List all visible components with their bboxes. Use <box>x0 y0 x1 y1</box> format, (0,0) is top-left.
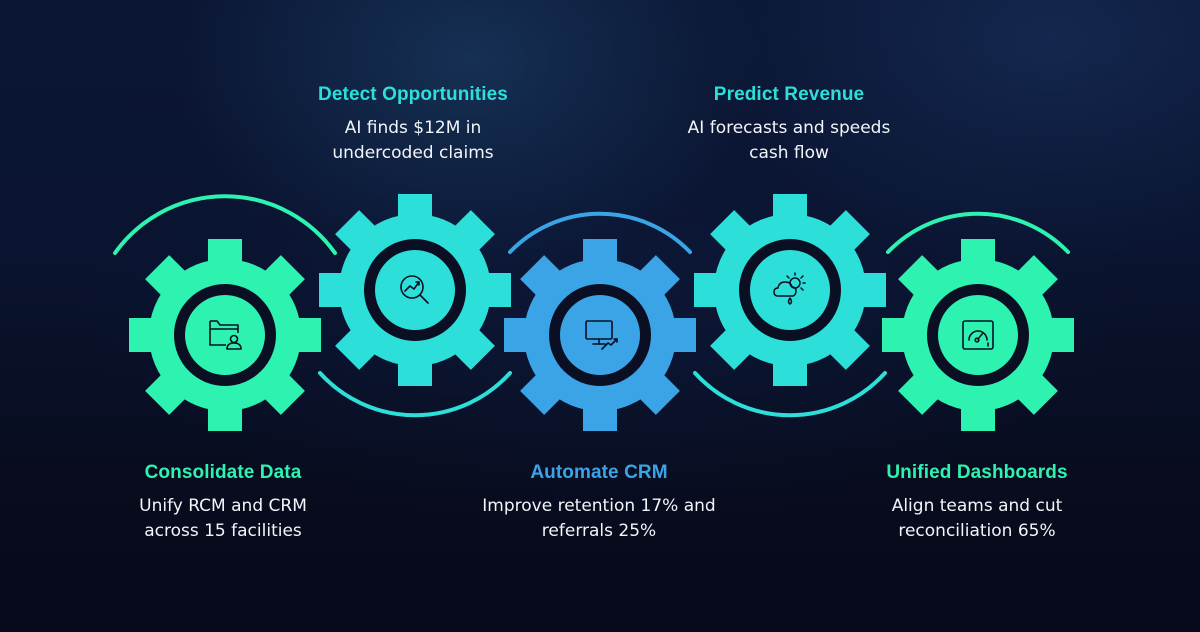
arc-top <box>886 211 1070 254</box>
step-description: AI finds $12M in undercoded claims <box>332 118 494 163</box>
step-title: Automate CRM <box>530 462 668 483</box>
step-detect-opportunities: Detect Opportunities AI finds $12M in un… <box>263 84 563 166</box>
weather-forecast-icon <box>773 272 806 305</box>
step-description: Improve retention 17% and referrals 25% <box>482 496 716 541</box>
gear-predict-revenue <box>693 194 887 418</box>
monitor-trend-icon <box>585 320 618 350</box>
dashboard-gauge-icon <box>962 320 994 350</box>
arc-top <box>113 194 337 255</box>
step-automate-crm: Automate CRM Improve retention 17% and r… <box>429 462 769 544</box>
step-description: Unify RCM and CRM across 15 facilities <box>139 496 307 541</box>
step-title: Predict Revenue <box>713 84 865 105</box>
gear-detect-opportunities <box>318 194 512 418</box>
gear-unified-dashboards <box>882 211 1074 431</box>
arc-bottom <box>693 371 887 418</box>
folder-user-icon <box>209 320 242 350</box>
arc-top <box>508 211 692 254</box>
step-description: AI forecasts and speeds cash flow <box>687 118 891 163</box>
arc-bottom <box>318 371 512 418</box>
step-unified-dashboards: Unified Dashboards Align teams and cut r… <box>827 462 1127 544</box>
step-title: Detect Opportunities <box>318 84 508 105</box>
step-predict-revenue: Predict Revenue AI forecasts and speeds … <box>639 84 939 166</box>
gear-consolidate-data <box>113 194 337 431</box>
step-consolidate-data: Consolidate Data Unify RCM and CRM acros… <box>73 462 373 544</box>
step-description: Align teams and cut reconciliation 65% <box>891 496 1063 541</box>
gear-automate-crm <box>504 211 696 431</box>
step-title: Consolidate Data <box>144 462 302 483</box>
step-title: Unified Dashboards <box>886 462 1068 483</box>
search-trend-icon <box>400 275 429 304</box>
